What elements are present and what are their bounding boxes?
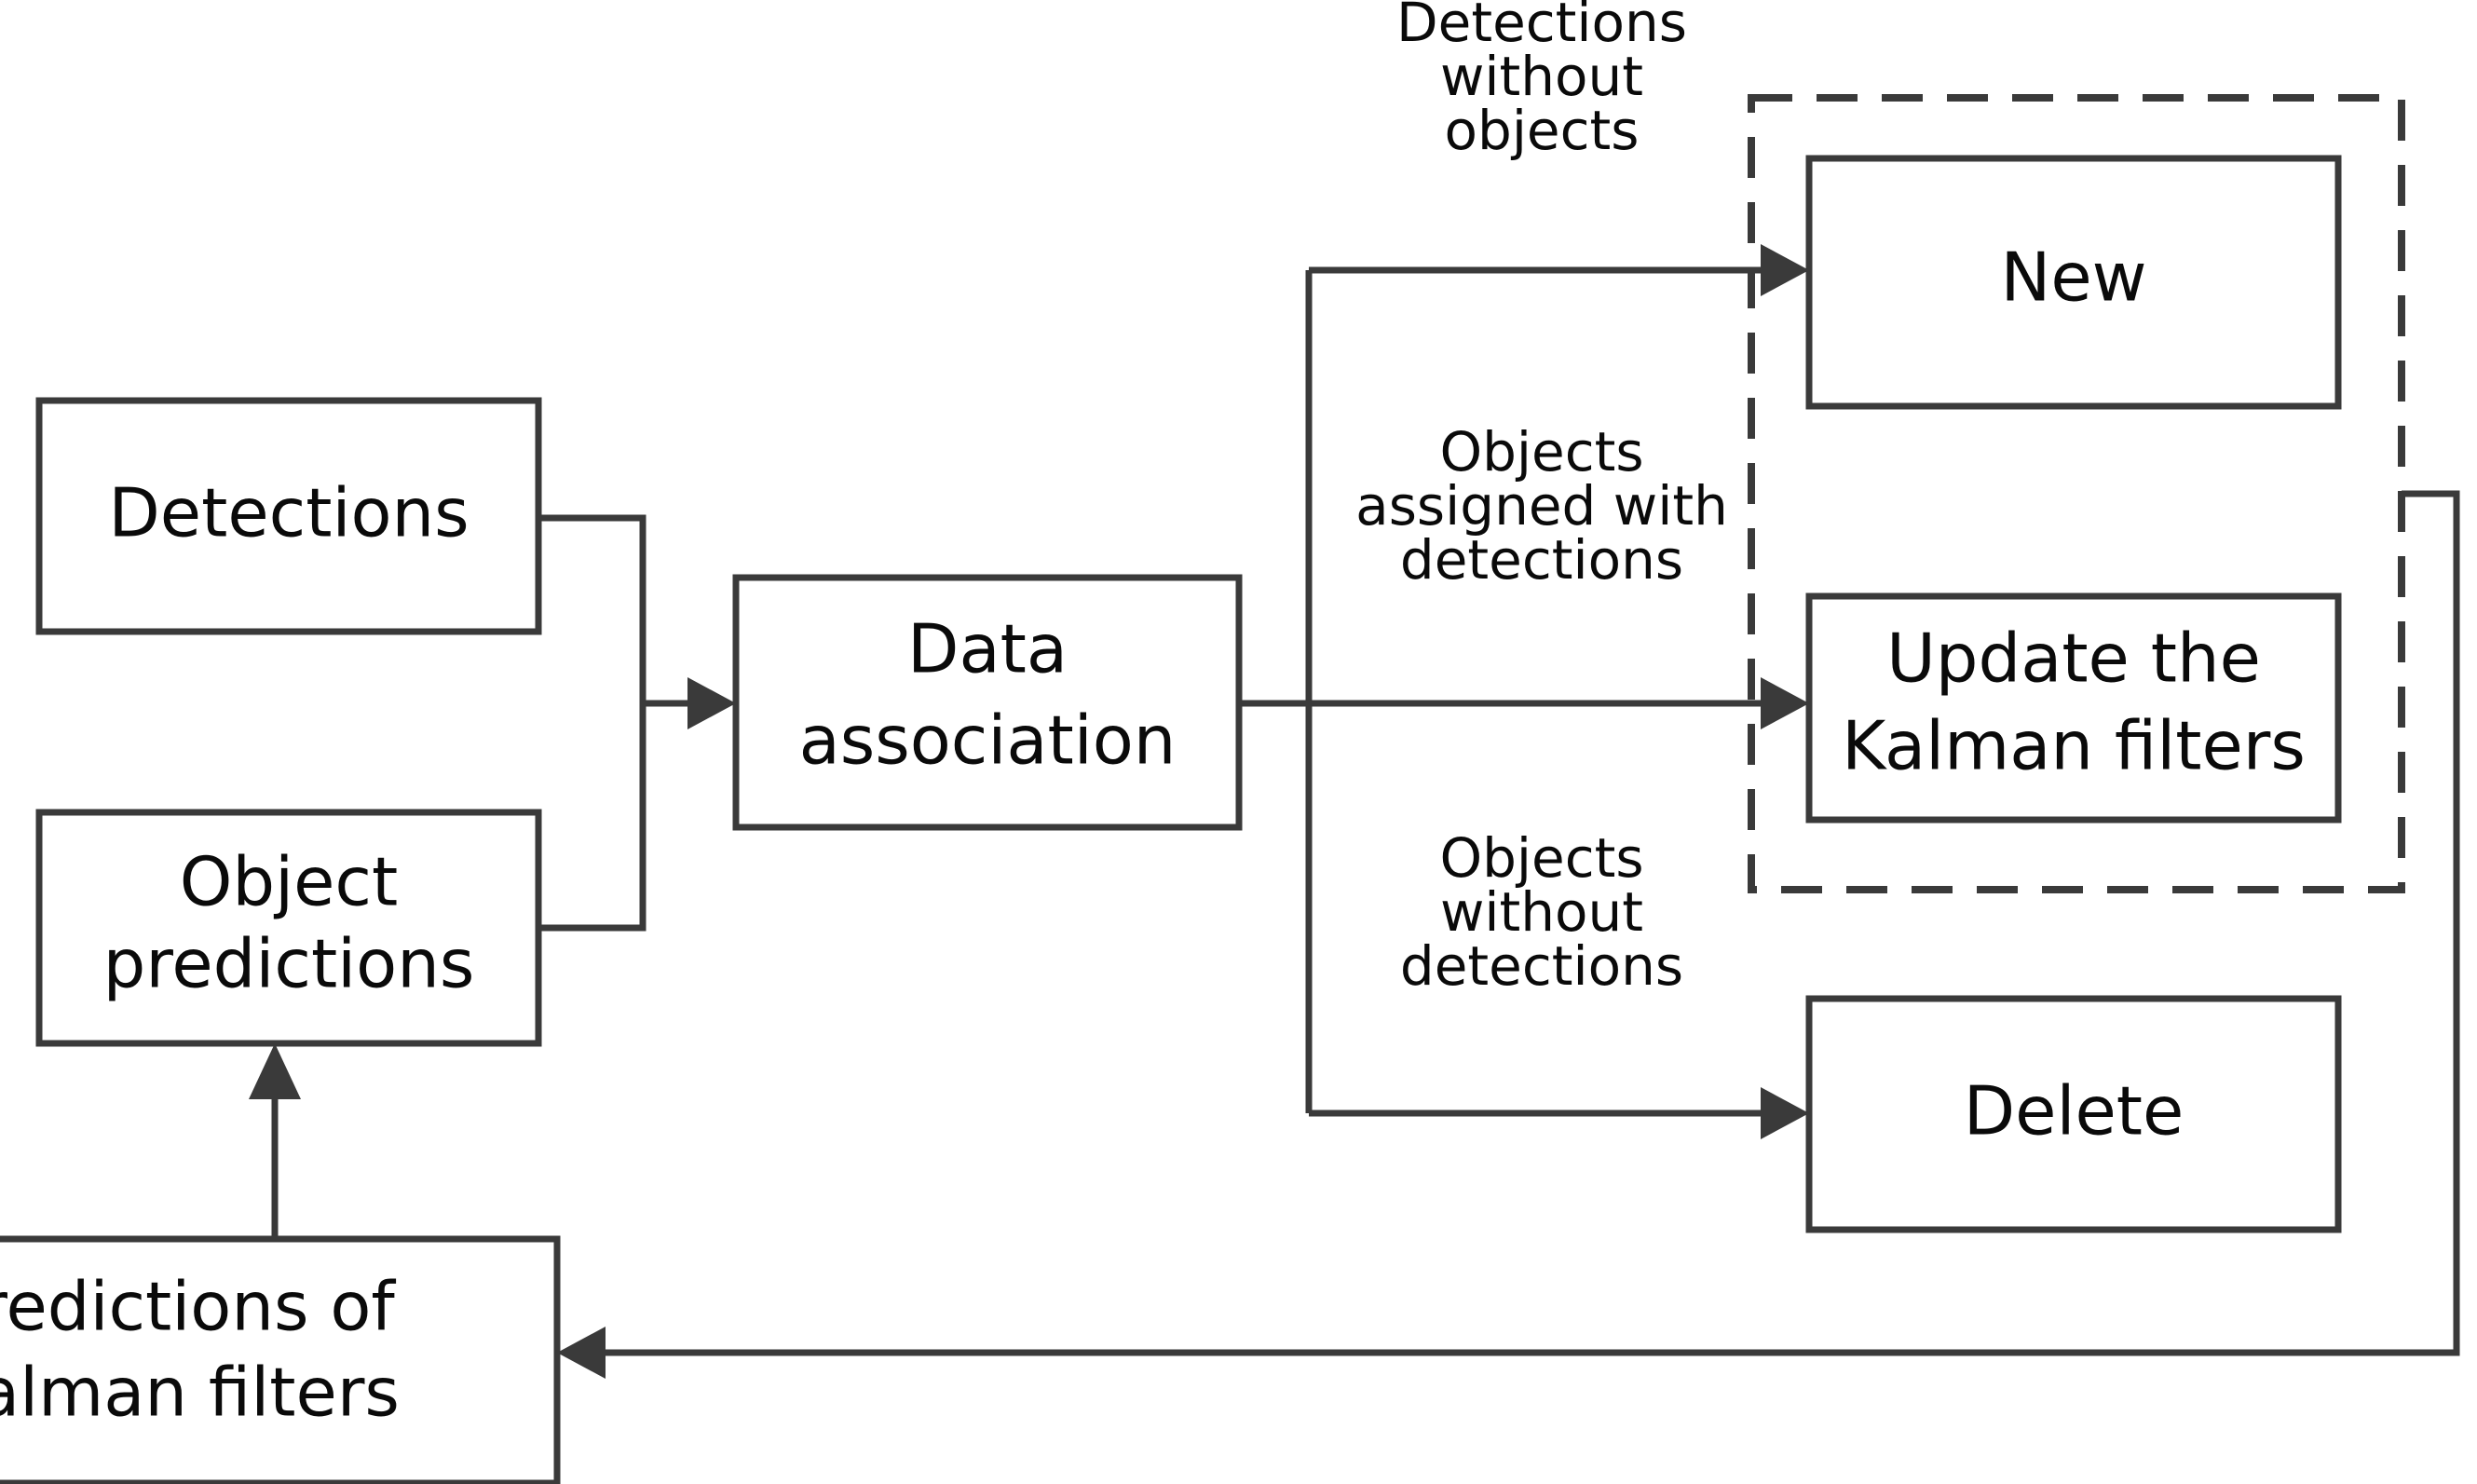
- node-delete-box: [1805, 995, 2342, 1233]
- node-new-label: New: [2000, 238, 2146, 317]
- node-object-predictions-box: [35, 809, 542, 1047]
- edge-detections-to-junction: [538, 514, 710, 707]
- edge-label-detections-without-objects-line3: objects: [1445, 99, 1640, 162]
- node-data-association-label-line1: Data: [907, 610, 1068, 688]
- node-update-kalman-filters-label-line2: Kalman filters: [1842, 707, 2306, 785]
- edge-label-detections-without-objects-line2: without: [1440, 45, 1643, 108]
- node-data-association[interactable]: Data association: [732, 574, 1243, 831]
- node-object-predictions-label-line1: Object: [180, 843, 399, 921]
- edge-feedback-loop: [606, 490, 2460, 1356]
- node-detections-label: Detections: [108, 474, 469, 552]
- node-update-kalman-filters[interactable]: Update the Kalman filters: [1805, 592, 2342, 824]
- node-detections[interactable]: Detections: [35, 397, 542, 635]
- node-new[interactable]: New: [1805, 155, 2342, 410]
- edge-label-objects-without-detections: Objects without detections: [1400, 826, 1683, 998]
- tracked-objects-group-box: [1748, 94, 2405, 893]
- edge-label-detections-without-objects: Detections without objects: [1396, 0, 1687, 162]
- edge-label-objects-assigned-line2: assigned with: [1355, 474, 1728, 538]
- node-update-kalman-filters-box: [1805, 592, 2342, 824]
- edge-label-objects-without-detections-line2: without: [1440, 880, 1643, 944]
- node-delete[interactable]: Delete: [1805, 995, 2342, 1233]
- edge-object-predictions-to-junction: [538, 703, 646, 932]
- node-delete-label: Delete: [1964, 1072, 2184, 1150]
- arrowhead-into-predictions-kalman: [557, 1327, 606, 1379]
- node-object-predictions-label-line2: predictions: [103, 925, 475, 1003]
- node-predictions-of-kalman-filters[interactable]: Predictions of Kalman filters: [0, 1235, 561, 1484]
- node-data-association-box: [732, 574, 1243, 831]
- node-data-association-label-line2: association: [799, 701, 1177, 780]
- edge-label-objects-assigned-with-detections: Objects assigned with detections: [1355, 420, 1728, 592]
- node-predictions-of-kalman-filters-box: [0, 1235, 561, 1484]
- node-update-kalman-filters-label-line1: Update the: [1886, 619, 2261, 698]
- node-new-box: [1805, 155, 2342, 410]
- edge-label-objects-assigned-line3: detections: [1400, 528, 1683, 592]
- arrowhead-into-update-kalman: [1761, 677, 1809, 729]
- edge-label-detections-without-objects-line1: Detections: [1396, 0, 1687, 54]
- edge-label-objects-without-detections-line1: Objects: [1439, 826, 1643, 890]
- edge-label-objects-assigned-line1: Objects: [1439, 420, 1643, 483]
- arrowhead-into-delete: [1761, 1087, 1809, 1139]
- edge-label-objects-without-detections-line3: detections: [1400, 934, 1683, 998]
- arrowhead-into-object-predictions: [249, 1043, 301, 1099]
- node-predictions-of-kalman-filters-label-line1: Predictions of: [0, 1268, 396, 1346]
- node-predictions-of-kalman-filters-label-line2: Kalman filters: [0, 1354, 400, 1432]
- arrowhead-into-new: [1761, 244, 1809, 296]
- arrowhead-into-data-association: [687, 677, 736, 729]
- node-object-predictions[interactable]: Object predictions: [35, 809, 542, 1047]
- node-detections-box: [35, 397, 542, 635]
